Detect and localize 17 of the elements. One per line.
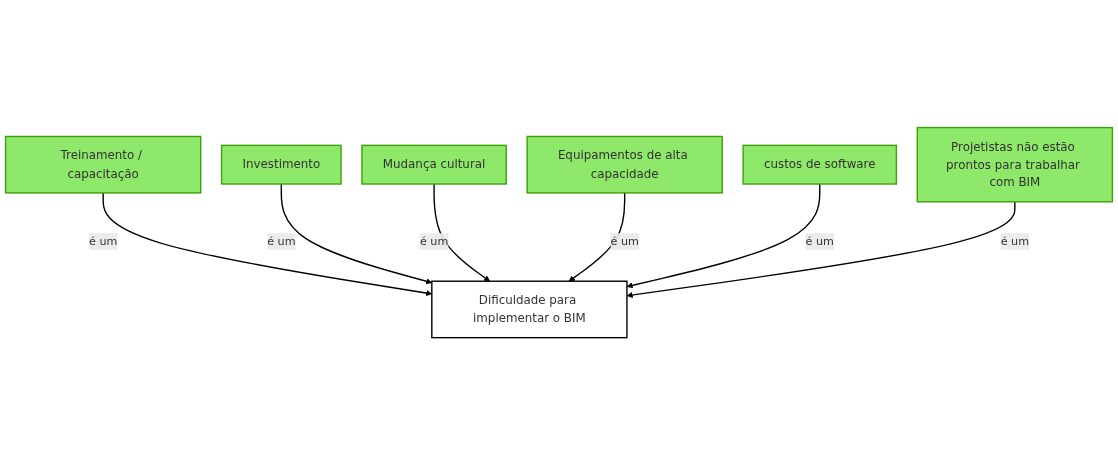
edge-label: é um (419, 234, 449, 249)
arrow (433, 183, 491, 282)
node-box: Investimento (220, 145, 342, 186)
arrow (626, 183, 821, 289)
edge-label: é um (610, 234, 639, 249)
node-box: Mudança cultural (361, 145, 507, 186)
arrow (280, 183, 433, 285)
node-box: Projetistas não estão prontos para trabalhar com BIM (916, 127, 1114, 203)
node-box: Equipamentos de alta capacidade (526, 136, 723, 194)
node-box: Dificuldade para implementar o BIM (431, 280, 628, 339)
edge-label: é um (88, 234, 118, 249)
arrow (626, 201, 1016, 299)
node-box: custos de software (742, 145, 898, 186)
edge-label: é um (1000, 234, 1030, 249)
node-box: Treinamento / capacitação (4, 136, 202, 194)
edge-label: é um (805, 234, 834, 249)
edge-label: é um (267, 234, 296, 249)
